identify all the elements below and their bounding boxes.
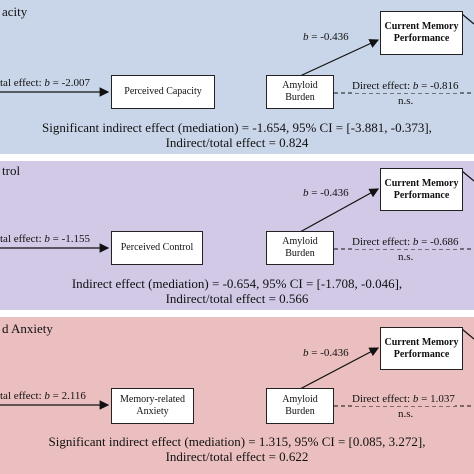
amyloid-box: Amyloid Burden: [266, 388, 334, 424]
panel-arrows: [0, 13, 474, 97]
direct-effect-label: Direct effect: b = 1.037: [352, 393, 455, 406]
amyloid-box: Amyloid Burden: [266, 75, 334, 109]
direct-effect-label: Direct effect: b = -0.816: [352, 80, 459, 93]
outcome-box: Current Memory Performance: [380, 168, 463, 211]
summary-line1: Significant indirect effect (mediation) …: [42, 120, 432, 135]
panel-perceived-control: trol tal effect: b = -1.155 Perceived Co…: [0, 161, 474, 310]
summary: Indirect effect (mediation) = -0.654, 95…: [0, 276, 474, 306]
panel-perceived-capacity: acity tal effect: b = -2.007 Perceived C…: [0, 0, 474, 154]
panel-arrows: [0, 170, 474, 253]
ns-label: n.s.: [398, 408, 414, 420]
summary-line1: Indirect effect (mediation) = -0.654, 95…: [71, 276, 403, 291]
path-b-label: b = -0.436: [303, 187, 349, 199]
outcome-exit-line: [461, 170, 474, 182]
mediator-box: Perceived Control: [111, 231, 203, 265]
panel-title: d Anxiety: [2, 321, 53, 336]
mediator-box: Memory-related Anxiety: [111, 388, 194, 424]
summary-line1: Significant indirect effect (mediation) …: [48, 434, 426, 449]
ns-label: n.s.: [398, 95, 414, 107]
total-effect-label: tal effect: b = -1.155: [0, 233, 91, 245]
path-b-arrow: [299, 188, 380, 233]
summary: Significant indirect effect (mediation) …: [0, 120, 474, 150]
summary: Significant indirect effect (mediation) …: [0, 434, 474, 464]
summary-line2: Indirect/total effect = 0.566: [165, 291, 309, 306]
panel-title: acity: [2, 4, 28, 19]
path-b-label: b = -0.436: [303, 31, 349, 43]
panel-title: trol: [2, 163, 21, 178]
path-b-label: b = -0.436: [303, 347, 349, 359]
outcome-box: Current Memory Performance: [380, 327, 463, 370]
path-b-arrow: [299, 347, 380, 390]
amyloid-box: Amyloid Burden: [266, 231, 334, 265]
total-effect-label: tal effect: b = 2.116: [0, 390, 86, 402]
mediator-box: Perceived Capacity: [111, 75, 215, 109]
summary-line2: Indirect/total effect = 0.824: [165, 135, 309, 150]
panel-arrows: [0, 328, 474, 410]
direct-effect-label: Direct effect: b = -0.686: [352, 236, 459, 249]
total-effect-label: tal effect: b = -2.007: [0, 77, 91, 89]
panel-memory-related-anxiety: d Anxiety tal effect: b = 2.116 Memory-r…: [0, 317, 474, 474]
summary-line2: Indirect/total effect = 0.622: [165, 449, 309, 464]
outcome-exit-line: [461, 328, 474, 340]
ns-label: n.s.: [398, 251, 414, 263]
path-b-arrow: [299, 39, 380, 77]
outcome-exit-line: [461, 13, 474, 25]
outcome-box: Current Memory Performance: [380, 11, 463, 55]
